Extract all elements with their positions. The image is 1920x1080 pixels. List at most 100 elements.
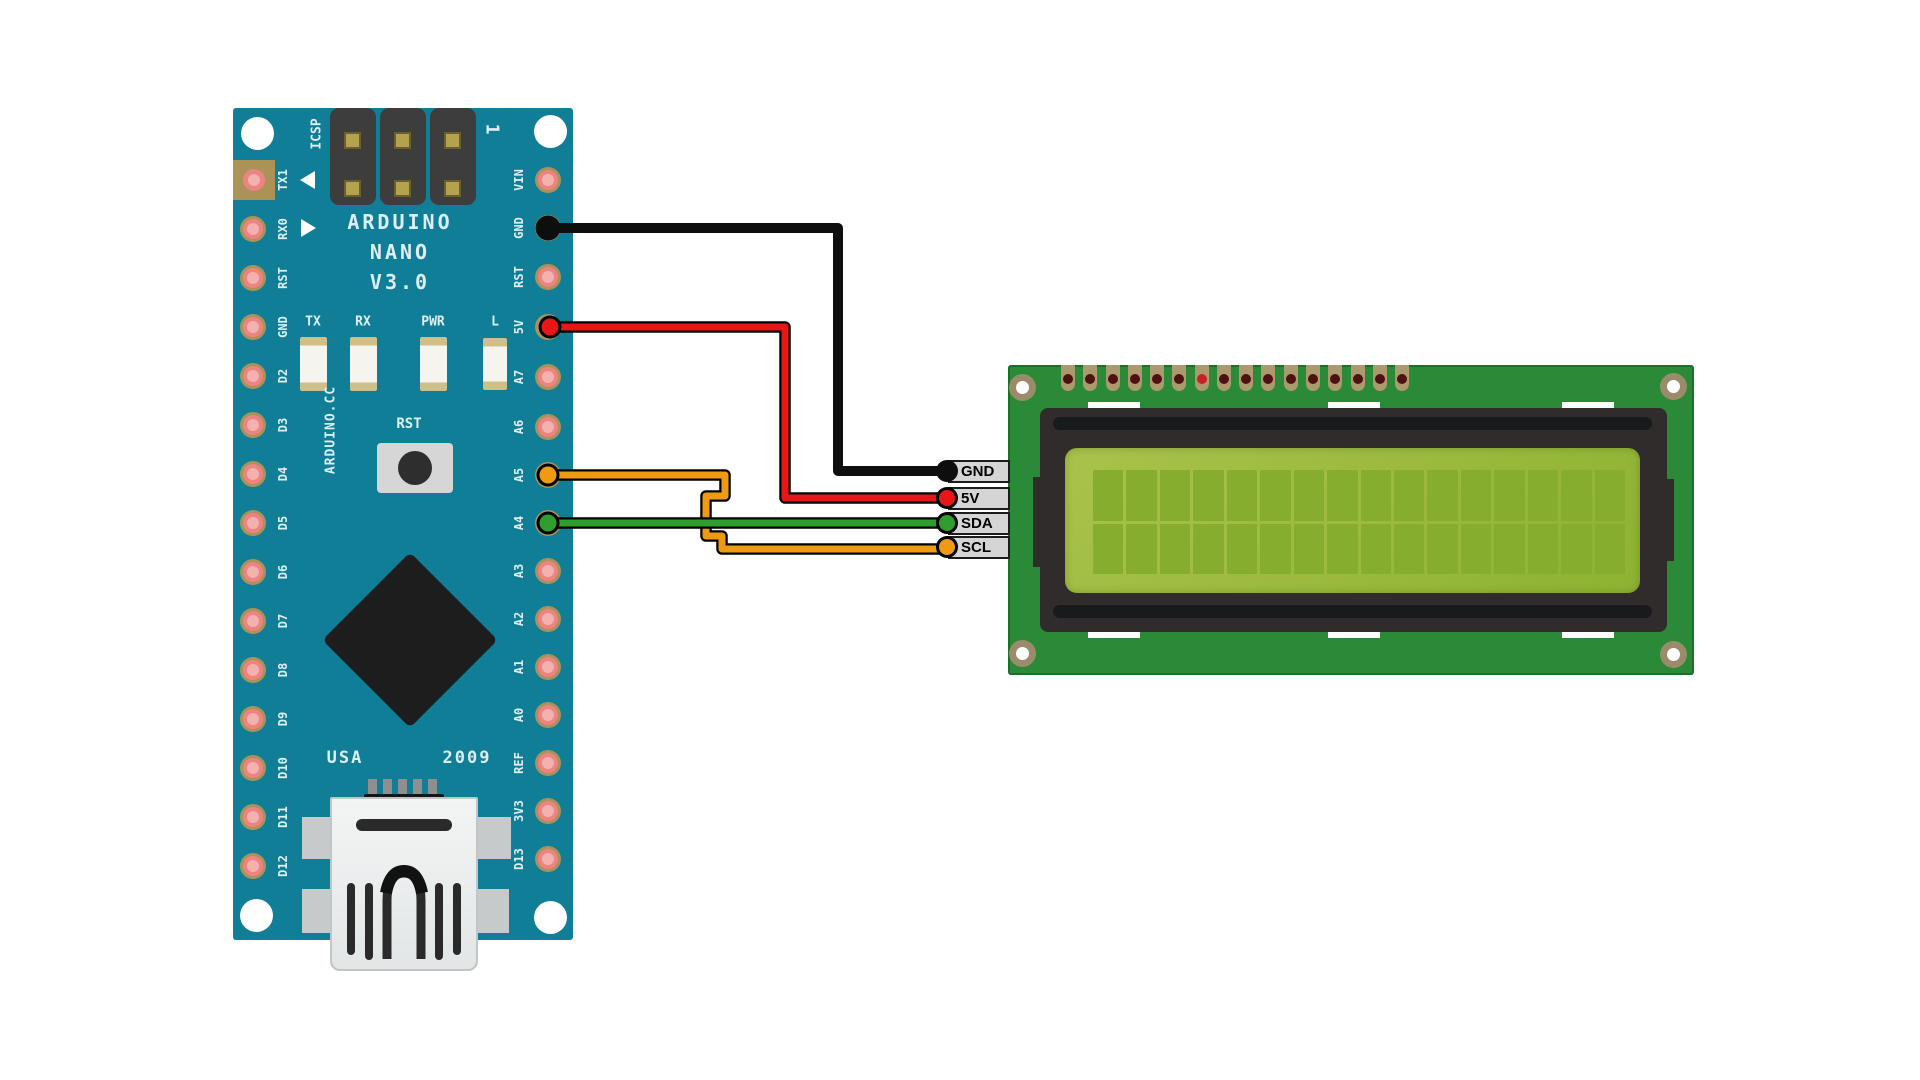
lcd-char-cell [1460,523,1492,574]
nano-mount-hole [534,901,567,934]
icsp-pad [394,132,411,149]
usb-connector-art [347,819,461,960]
lcd-pin-hole [1263,374,1274,384]
lcd-char-cell [1494,523,1525,574]
nano-pin-label-gnd: GND [512,217,526,239]
lcd-mount-hole [1660,373,1687,400]
lcd-pin-10 [1261,365,1276,391]
nano-pin-5v [535,314,561,340]
lcd-char-cell [1360,523,1391,574]
nano-pin-label-a1: A1 [512,659,526,675]
pwr-led-label: PWR [421,314,445,330]
lcd-edge-mark [1328,402,1380,408]
nano-pin-d13 [535,846,561,872]
lcd-char-cell [1193,470,1224,521]
lcd-pin-hole [1397,374,1408,384]
nano-pin-label-d9: D9 [276,711,290,727]
reset-button [377,443,453,493]
tx-arrow-icon [300,171,315,189]
lcd-pin-6 [1172,365,1187,391]
nano-mount-hole [534,115,567,148]
lcd-pin-hole [1307,374,1318,384]
nano-pin-label-rst: RST [276,267,290,289]
nano-pin-a6 [535,414,561,440]
lcd-pin-15 [1372,365,1387,391]
year-label: 2009 [442,748,492,768]
tx-led-label: TX [305,314,321,330]
tx-led [300,337,327,391]
lcd-pin-hole [1107,374,1118,384]
lcd-char-cell [1226,523,1258,574]
nano-pin-d7 [240,608,266,634]
nano-pin-label-d13: D13 [512,848,526,870]
nano-pin-a7 [535,364,561,390]
lcd-char-cell [1327,523,1358,574]
reset-button-cap [398,451,432,485]
lcd-char-cell [1527,470,1559,521]
lcd-edge-mark [1088,632,1140,638]
usb-pin [368,779,377,798]
nano-pin-label-d7: D7 [276,613,290,629]
lcd-pin-7 [1194,365,1209,391]
5v-wire [550,323,947,502]
l-led-label: L [491,314,499,330]
mini-usb-connector [330,797,478,971]
nano-pin-label-d4: D4 [276,466,290,482]
lcd-char-cell [1260,470,1291,521]
nano-pin-label-5v: 5V [512,319,526,335]
lcd-pin-hole [1174,374,1185,384]
nano-pin-d11 [240,804,266,830]
lcd-char-cell [1093,523,1124,574]
nano-pin-label-tx1: TX1 [276,169,290,191]
lcd-pin-hole [1374,374,1385,384]
icsp-pad [344,132,361,149]
lcd-pin-hole [1196,374,1207,384]
lcd-header-label-scl: SCL [948,535,1010,559]
nano-pin-rst [240,265,266,291]
nano-pin-label-a0: A0 [512,707,526,723]
lcd-bezel-tab [1033,477,1043,567]
board-title-line3: V3.0 [369,270,431,294]
lcd-mount-hole [1009,640,1036,667]
rx-led [350,337,377,391]
lcd-bezel-groove [1053,605,1652,618]
gnd-wire [548,223,947,476]
scl-wire [548,471,947,553]
lcd-pin-1 [1061,365,1075,391]
lcd-pin-hole [1218,374,1229,384]
lcd-edge-mark [1328,632,1380,638]
nano-pin-rx0 [240,216,266,242]
nano-pin-d5 [240,510,266,536]
lcd-char-cell [1159,523,1191,574]
nano-pin-label-a3: A3 [512,563,526,579]
usb-solder-pad [477,817,511,859]
5v-wire-outline [550,321,947,504]
lcd-pin-hole [1330,374,1341,384]
nano-pin-label-d10: D10 [276,757,290,779]
icsp-pad [394,180,411,197]
lcd-pin-5 [1150,365,1165,391]
lcd-edge-mark [1088,402,1140,408]
nano-pin-gnd [535,215,561,241]
icsp-label: ICSP [309,118,325,150]
lcd-pin-14 [1350,365,1365,391]
nano-pin-a5 [535,462,561,488]
nano-mount-hole [241,117,274,150]
lcd-char-cell [1193,523,1224,574]
nano-mount-hole [240,899,273,932]
icsp-pad [344,180,361,197]
lcd-char-cell [1393,470,1425,521]
lcd-pin-hole [1352,374,1363,384]
nano-pin-d4 [240,461,266,487]
lcd-pin-hole [1129,374,1140,384]
lcd-pin-13 [1328,365,1343,391]
lcd-header-label-5v: 5V [948,486,1010,510]
lcd-char-cell [1293,523,1325,574]
nano-pin-a1 [535,654,561,680]
nano-pin-a4 [535,510,561,536]
lcd-pin-8 [1216,365,1231,391]
lcd-mount-hole [1660,641,1687,668]
lcd-char-cell [1360,470,1391,521]
lcd-pin-16 [1395,365,1410,391]
